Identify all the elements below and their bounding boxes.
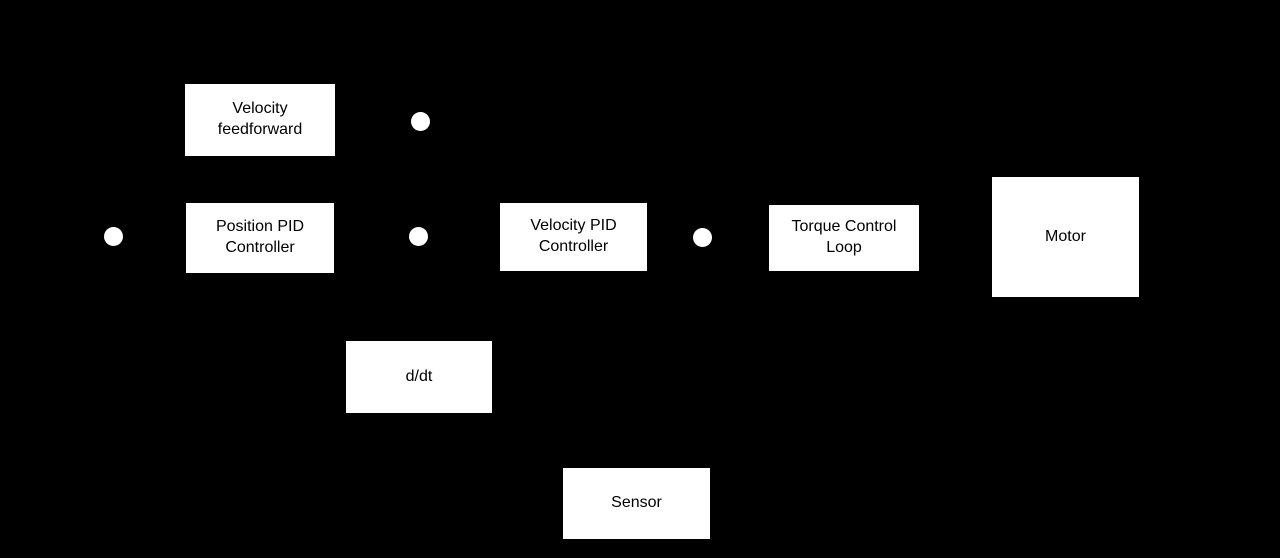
block-label: Velocity feedforward: [217, 100, 303, 138]
block-position-pid-controller: Position PID Controller: [186, 203, 334, 273]
block-label: d/dt: [405, 367, 433, 385]
block-velocity-feedforward: Velocity feedforward: [185, 84, 335, 156]
block-label: Position PID Controller: [215, 218, 305, 256]
summing-junction-feedforward: [411, 112, 430, 131]
block-motor: Motor: [992, 177, 1139, 297]
block-sensor: Sensor: [563, 468, 710, 539]
block-velocity-pid-controller: Velocity PID Controller: [500, 203, 647, 271]
summing-junction-velocity: [409, 227, 428, 246]
block-label: Motor: [1045, 227, 1086, 245]
block-derivative: d/dt: [346, 341, 492, 413]
block-torque-control-loop: Torque Control Loop: [769, 205, 919, 271]
block-label: Velocity PID Controller: [530, 217, 617, 255]
summing-junction-torque: [693, 228, 712, 247]
block-label: Sensor: [611, 494, 662, 512]
block-label: Torque Control Loop: [791, 218, 897, 256]
summing-junction-position: [104, 227, 123, 246]
